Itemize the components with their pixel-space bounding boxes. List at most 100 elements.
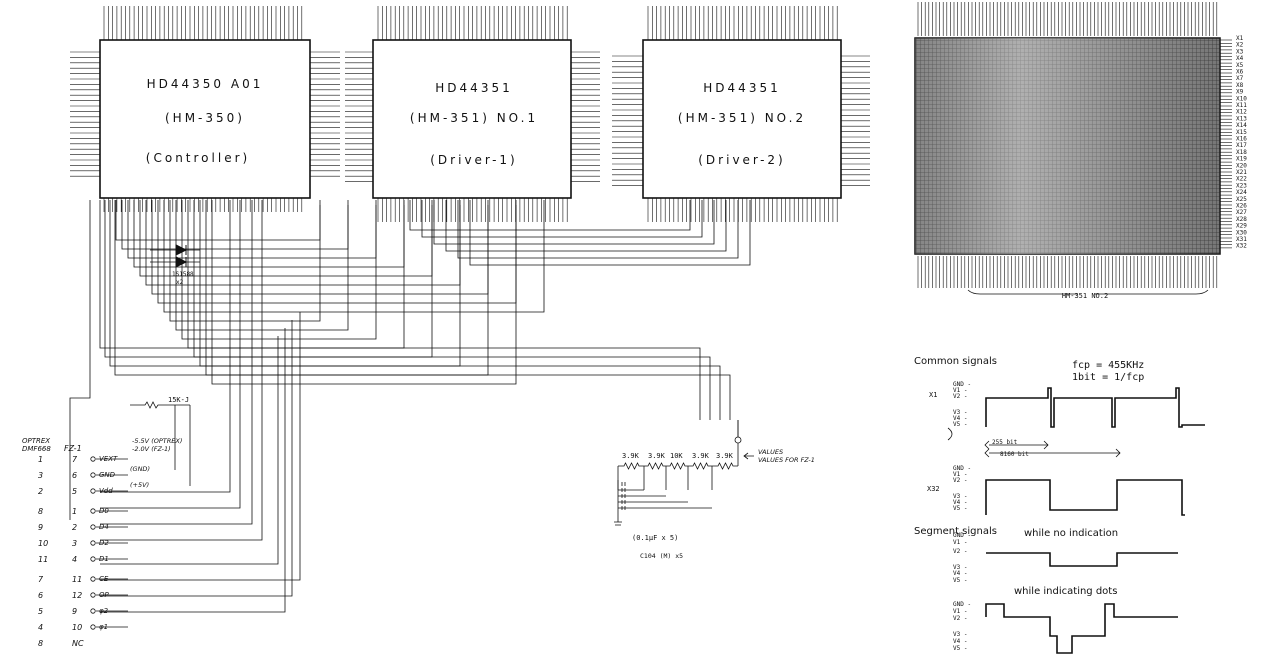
level-label: V5 - <box>953 645 967 652</box>
wire <box>169 200 321 322</box>
wire <box>187 200 405 349</box>
wire <box>211 200 517 385</box>
ladder-resistor-value: 3.9K <box>622 452 640 460</box>
level-label: V5 - <box>953 577 967 584</box>
pin-terminal <box>90 524 96 530</box>
wire <box>100 200 263 541</box>
lcd-row-label: X30 <box>1236 229 1247 236</box>
lcd-row-label: X6 <box>1236 69 1244 76</box>
level-label: GND - <box>953 465 971 472</box>
wire <box>100 320 293 597</box>
wire <box>109 200 721 420</box>
level-label: V2 - <box>953 548 967 555</box>
pin-fz1: 7 <box>72 455 78 464</box>
lcd-row-label: X15 <box>1236 129 1247 136</box>
connector-brand: OPTREX <box>22 437 50 445</box>
segment-title: Segment signals <box>914 526 997 537</box>
lcd-row-label: X24 <box>1236 189 1247 196</box>
wire <box>433 200 715 245</box>
pin-optrex: 8 <box>38 639 43 648</box>
waveform-seg-no-indication <box>986 552 1178 567</box>
pin-terminal <box>90 508 96 514</box>
pin-optrex: 4 <box>38 623 43 632</box>
ladder-ground <box>614 480 622 526</box>
lcd-row-label: X7 <box>1236 75 1244 82</box>
driver2-chip: HD44351 (HM-351) NO.2 (Driver-2) <box>642 39 842 199</box>
wire <box>100 200 231 493</box>
pin-fz1: 10 <box>72 623 82 632</box>
pin-optrex: 9 <box>38 523 43 532</box>
waveform-x1 <box>947 387 1205 458</box>
pin-terminal <box>90 592 96 598</box>
pin-fz1: 11 <box>72 575 82 584</box>
duration-255: 255 bit <box>992 439 1018 446</box>
wire <box>115 200 321 241</box>
lcd-row-label: X31 <box>1236 236 1247 243</box>
wire <box>469 200 751 266</box>
supply-notes: -5.5V (OPTREX) -2.0V (FZ-1) (GND) (+5V) <box>130 437 182 489</box>
driver2-model: (HM-351) NO.2 <box>678 111 806 125</box>
pin-fz1: 2 <box>72 523 77 532</box>
level-label: V3 - <box>953 493 967 500</box>
lcd-row-label: X20 <box>1236 162 1247 169</box>
lcd-row-label: X1 <box>1236 35 1244 42</box>
wire <box>69 200 91 520</box>
level-label: V4 - <box>953 570 967 577</box>
pin-fz1: 4 <box>72 555 77 564</box>
connector-header: OPTREX DMF668 FZ-1 <box>22 437 82 453</box>
wire <box>421 200 703 238</box>
ladder-resistor-value: 3.9K <box>692 452 710 460</box>
ladder-cap <box>621 482 626 486</box>
lcd-row-label: X16 <box>1236 136 1247 143</box>
level-label: V1 - <box>953 471 967 478</box>
lcd-row-label: X11 <box>1236 102 1247 109</box>
diode-qty: x2 <box>176 279 184 286</box>
pin-optrex: 10 <box>38 539 48 548</box>
level-label: V3 - <box>953 409 967 416</box>
ladder-resistor <box>644 462 666 470</box>
level-label: V5 - <box>953 505 967 512</box>
pin-optrex: 6 <box>38 591 43 600</box>
ladder-resistor-value: 10K <box>670 452 683 460</box>
resistor-15k: 15K-J <box>130 396 190 409</box>
wire <box>409 200 691 231</box>
lcd-row-label: X12 <box>1236 109 1247 116</box>
level-label: V3 - <box>953 564 967 571</box>
level-label: V1 - <box>953 387 967 394</box>
lcd-row-label: X2 <box>1236 42 1244 49</box>
level-label: V4 - <box>953 638 967 645</box>
level-label: V4 - <box>953 499 967 506</box>
pin-fz1: 12 <box>72 591 82 600</box>
connector-fz1: FZ-1 <box>64 444 82 453</box>
level-label: V2 - <box>953 393 967 400</box>
lcd-row-label: X26 <box>1236 203 1247 210</box>
lcd-row-label: X28 <box>1236 216 1247 223</box>
ladder-note: VALUES FOR FZ-1 <box>758 456 815 464</box>
lcd-row-labels: X1X2X3X4X5X6X7X8X9X10X11X12X13X14X15X16X… <box>1236 35 1247 250</box>
controller-chip: HD44350 A01 (HM-350) (Controller) <box>99 39 311 199</box>
trace-x32-name: X32 <box>927 485 940 493</box>
wire <box>114 200 731 420</box>
ladder-resistor <box>618 462 644 470</box>
pin-optrex: 8 <box>38 507 43 516</box>
level-label: V3 - <box>953 631 967 638</box>
pin-optrex: 3 <box>38 471 43 480</box>
ladder-cap <box>621 488 626 492</box>
seg-caption-1: while no indication <box>1024 528 1118 539</box>
pin-terminal <box>90 608 96 614</box>
ladder-resistor <box>666 462 688 470</box>
note-gnd: (GND) <box>130 465 150 473</box>
duration-8160: 8160 bit <box>1000 451 1029 458</box>
note-5v: (+5V) <box>130 481 149 489</box>
controller-model: (HM-350) <box>165 111 245 125</box>
resistor-15k-label: 15K-J <box>168 396 189 404</box>
level-label: GND - <box>953 601 971 608</box>
ladder-cap <box>621 506 626 510</box>
pin-terminal <box>90 556 96 562</box>
pin-terminal <box>90 540 96 546</box>
ladder-cap <box>621 500 626 504</box>
timing-level-labels: GND -V1 -V2 -V3 -V4 -V5 -GND -V1 -V2 -V3… <box>953 381 971 652</box>
pin-optrex: 7 <box>38 575 44 584</box>
level-label: GND - <box>953 381 971 388</box>
